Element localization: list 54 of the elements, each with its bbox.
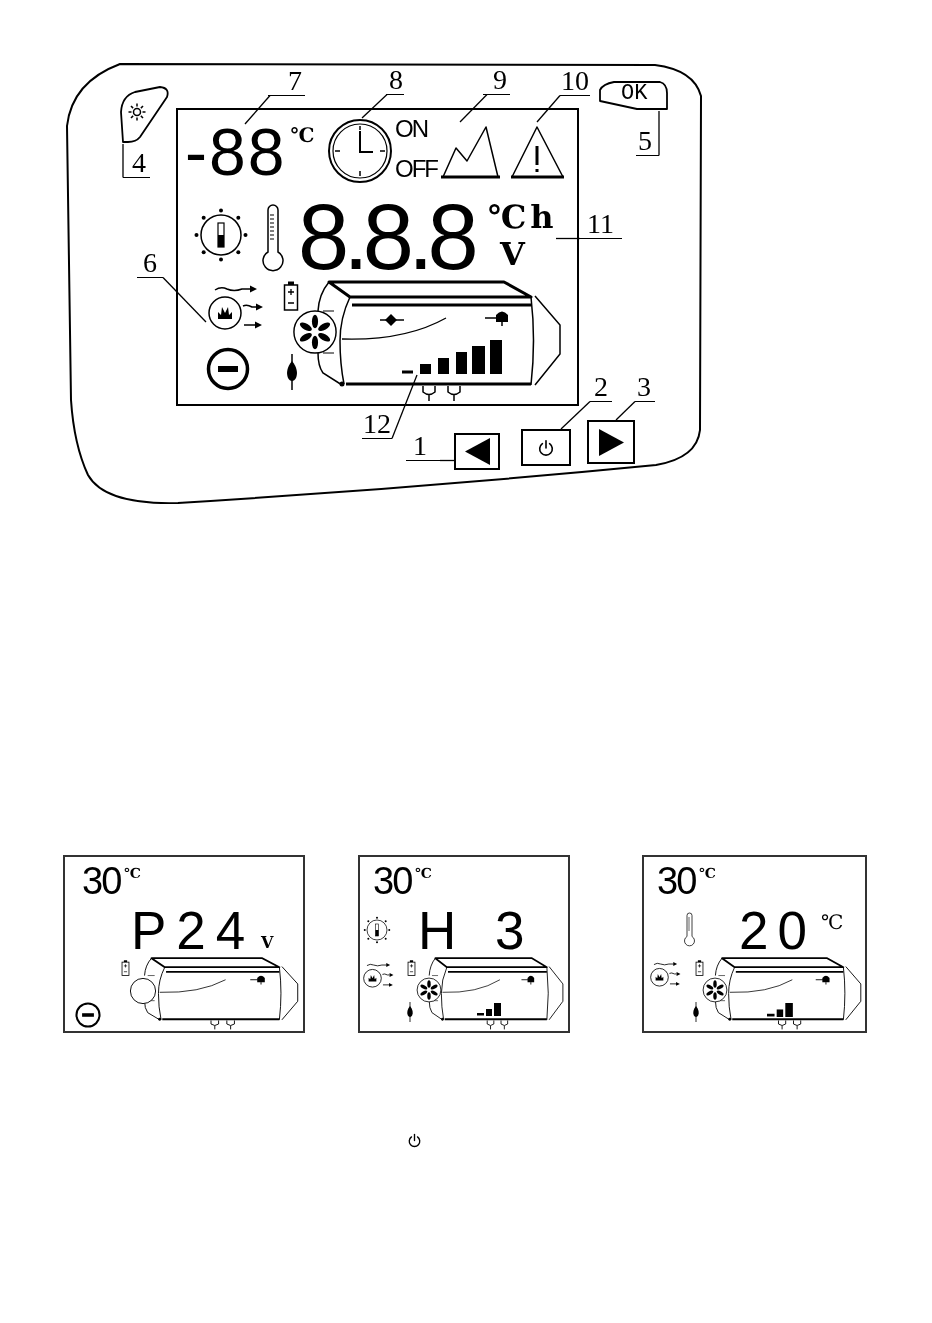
callout-number: 3 bbox=[635, 373, 655, 402]
level-bars-icon bbox=[400, 338, 504, 375]
power-button bbox=[521, 429, 571, 466]
leader-line bbox=[615, 400, 636, 421]
leader-line bbox=[361, 93, 388, 119]
unit-symbol: V bbox=[500, 238, 525, 270]
leader-line bbox=[459, 93, 488, 123]
left-button bbox=[454, 433, 500, 470]
callout-number: 9 bbox=[483, 66, 510, 95]
temperature-digits: 30 bbox=[657, 866, 696, 896]
sun-button bbox=[117, 85, 171, 144]
unit-symbol: ℃ bbox=[821, 912, 844, 932]
display-digits: 20 bbox=[739, 910, 816, 952]
callout-number: 12 bbox=[362, 410, 392, 439]
callout-number: 11 bbox=[580, 210, 622, 239]
flame-arrows-icon bbox=[206, 284, 264, 332]
unit-symbol: ℃ bbox=[124, 866, 141, 880]
leader-line bbox=[439, 459, 455, 462]
ok-button: OK bbox=[598, 80, 668, 111]
temperature-digits: -88 bbox=[185, 126, 287, 179]
unit-symbol: V bbox=[261, 935, 274, 951]
clock-icon bbox=[327, 118, 393, 184]
lcd-screen bbox=[63, 855, 305, 1033]
callout-number: 6 bbox=[137, 249, 163, 278]
unit-symbol: ℃ bbox=[699, 866, 716, 880]
callout-number: 10 bbox=[560, 67, 590, 96]
unit-symbol: h bbox=[530, 201, 554, 233]
callout-number: 1 bbox=[406, 432, 440, 461]
temperature-digits: 30 bbox=[373, 866, 412, 896]
leader-line bbox=[536, 94, 561, 123]
timer-state-label: ON bbox=[395, 119, 427, 139]
callout-number: 7 bbox=[268, 67, 305, 96]
lcd-screen bbox=[642, 855, 867, 1033]
leader-line bbox=[658, 110, 660, 157]
unit-symbol: ℃ bbox=[488, 201, 527, 233]
unit-symbol: ℃ bbox=[415, 866, 432, 880]
temperature-digits: 30 bbox=[82, 866, 121, 896]
leader-line bbox=[122, 143, 124, 179]
display-digits: H 3 bbox=[418, 910, 525, 952]
unit-symbol: ℃ bbox=[290, 125, 315, 145]
callout-number: 5 bbox=[636, 127, 659, 156]
timer-state-label: OFF bbox=[395, 159, 437, 179]
display-digits: 8.8.8 bbox=[298, 202, 473, 272]
callout-number: 2 bbox=[590, 373, 612, 402]
callout-number: 4 bbox=[123, 149, 150, 178]
leader-line bbox=[555, 237, 581, 240]
lcd-screen bbox=[176, 108, 579, 406]
lcd-screen bbox=[358, 855, 570, 1033]
leader-line bbox=[244, 94, 271, 125]
display-digits: P24 bbox=[131, 910, 256, 952]
callout-number: 8 bbox=[386, 66, 404, 95]
leader-line bbox=[162, 276, 207, 323]
leader-line bbox=[391, 374, 418, 440]
right-button bbox=[587, 420, 635, 464]
